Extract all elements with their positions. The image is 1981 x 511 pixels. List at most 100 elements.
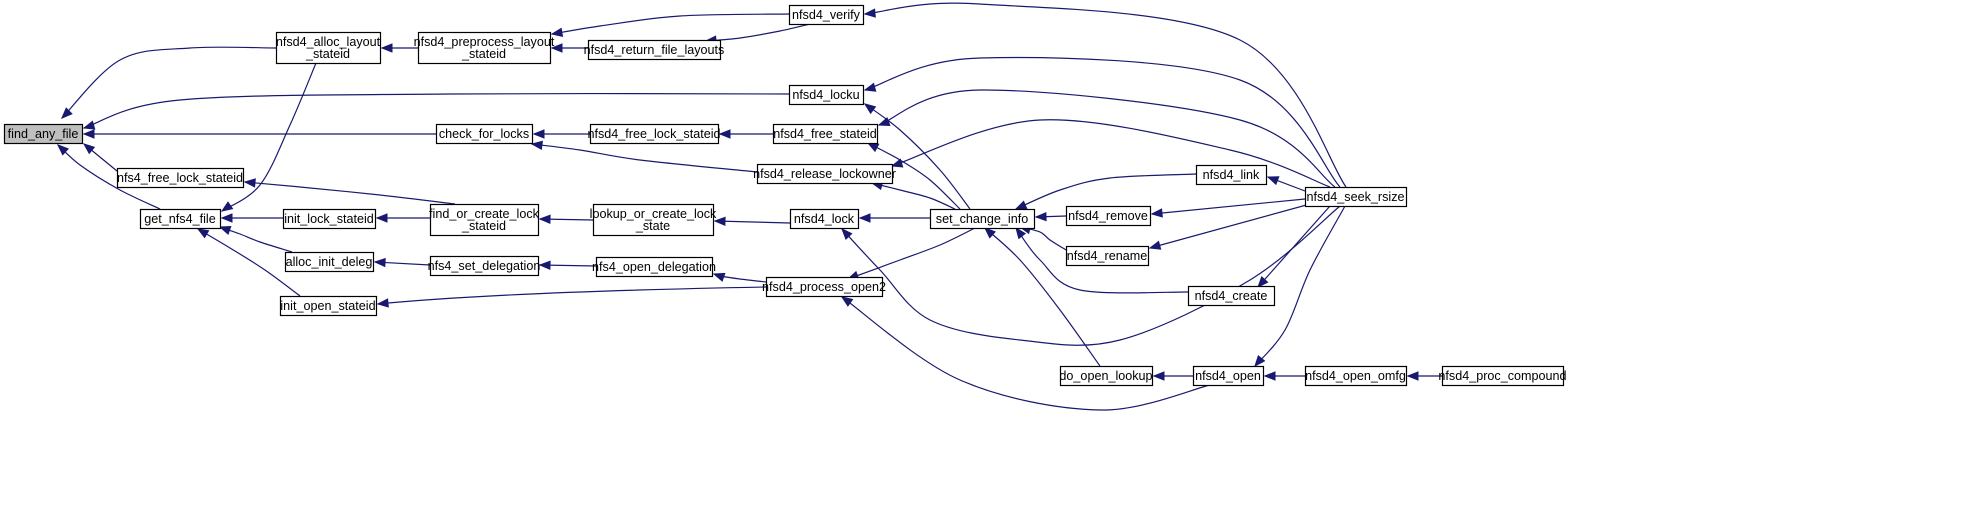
node-check_for_locks[interactable]: check_for_locks <box>435 123 534 145</box>
node-label: _state <box>635 219 670 233</box>
node-find_any_file[interactable]: find_any_file <box>3 123 84 145</box>
node-alloc_init_deleg[interactable]: alloc_init_deleg <box>284 251 375 273</box>
node-nfsd4_open[interactable]: nfsd4_open <box>1192 365 1265 387</box>
edge-nfsd4_locku-to-find_any_file <box>82 92 790 130</box>
edge-line <box>83 92 790 129</box>
node-label: nfsd4_verify <box>792 8 861 22</box>
arrowhead-icon <box>713 216 726 227</box>
node-box <box>429 255 540 277</box>
arrowhead-icon <box>1034 211 1047 222</box>
node-label: nfsd4_proc_compound <box>1438 369 1566 383</box>
node-box <box>1065 245 1150 267</box>
edge-line <box>197 228 301 297</box>
node-nfsd4_preprocess_layout_stateid[interactable]: nfsd4_preprocess_layout_stateid <box>414 31 555 65</box>
node-set_change_info[interactable]: set_change_info <box>929 208 1036 230</box>
arrowhead-icon <box>218 225 232 235</box>
arrowhead-icon <box>373 257 386 268</box>
arrowhead-icon <box>1263 371 1276 381</box>
edge-nfs4_open_delegation-to-nfs4_set_delegation <box>538 260 597 270</box>
arrowhead-icon <box>61 107 73 119</box>
node-box <box>1187 285 1276 307</box>
node-nfsd4_return_file_layouts[interactable]: nfsd4_return_file_layouts <box>584 39 725 61</box>
node-init_lock_stateid[interactable]: init_lock_stateid <box>282 208 377 230</box>
edge-nfsd4_seek_rsize-to-nfsd4_free_stateid <box>877 89 1336 188</box>
node-nfsd4_seek_rsize[interactable]: nfsd4_seek_rsize <box>1304 186 1408 208</box>
edge-line <box>61 46 277 119</box>
edge-line <box>551 13 790 35</box>
arrowhead-icon <box>1257 276 1269 289</box>
edge-line <box>891 119 1331 188</box>
edge-line <box>531 143 758 173</box>
node-nfsd4_lock[interactable]: nfsd4_lock <box>789 208 860 230</box>
node-nfsd4_remove[interactable]: nfsd4_remove <box>1065 205 1152 227</box>
edge-nfsd4_open_omfg-to-nfsd4_open <box>1263 371 1305 381</box>
arrowhead-icon <box>712 272 726 282</box>
node-nfs4_set_delegation[interactable]: nfs4_set_delegation <box>428 255 541 277</box>
node-label: nfs4_free_lock_stateid <box>117 171 243 185</box>
arrowhead-icon <box>1015 226 1027 240</box>
node-nfsd4_link[interactable]: nfsd4_link <box>1195 164 1268 186</box>
arrowhead-icon <box>1152 371 1165 381</box>
arrowhead-icon <box>1406 371 1419 381</box>
node-nfsd4_rename[interactable]: nfsd4_rename <box>1065 245 1150 267</box>
node-label: init_open_stateid <box>280 299 375 313</box>
node-label: nfsd4_release_lockowner <box>753 167 896 181</box>
edge-find_or_create_lock_stateid-to-init_lock_stateid <box>375 213 430 223</box>
node-nfsd4_free_lock_stateid[interactable]: nfsd4_free_lock_stateid <box>587 123 721 145</box>
arrowhead-icon <box>380 43 393 53</box>
edge-init_open_stateid-to-get_nfs4_file <box>196 228 301 297</box>
node-box <box>3 123 84 145</box>
node-label: nfsd4_preprocess_layout <box>414 35 555 49</box>
arrowhead-icon <box>1014 200 1028 210</box>
node-box <box>417 31 552 65</box>
node-init_open_stateid[interactable]: init_open_stateid <box>279 295 378 317</box>
node-nfsd4_release_lockowner[interactable]: nfsd4_release_lockowner <box>753 163 896 185</box>
node-box <box>772 123 879 145</box>
node-nfsd4_create[interactable]: nfsd4_create <box>1187 285 1276 307</box>
edge-nfsd4_open-to-nfsd4_process_open2 <box>840 296 1211 411</box>
node-box <box>1195 164 1268 186</box>
node-do_open_lookup[interactable]: do_open_lookup <box>1059 365 1154 387</box>
node-nfsd4_free_stateid[interactable]: nfsd4_free_stateid <box>772 123 879 145</box>
node-nfsd4_process_open2[interactable]: nfsd4_process_open2 <box>762 276 886 298</box>
node-lookup_or_create_lock_state[interactable]: lookup_or_create_lock_state <box>590 203 717 237</box>
arrowhead-icon <box>1266 176 1280 186</box>
node-nfsd4_proc_compound[interactable]: nfsd4_proc_compound <box>1438 365 1567 387</box>
node-box <box>788 84 865 106</box>
arrowhead-icon <box>863 103 877 115</box>
edge-nfsd4_seek_rsize-to-nfsd4_open <box>1254 205 1346 368</box>
arrowhead-icon <box>890 158 904 168</box>
node-find_or_create_lock_stateid[interactable]: find_or_create_lock_stateid <box>429 203 540 237</box>
node-box <box>275 31 382 65</box>
arrowhead-icon <box>532 129 545 139</box>
edge-nfsd4_seek_rsize-to-nfsd4_link <box>1266 176 1306 192</box>
node-nfs4_free_lock_stateid[interactable]: nfs4_free_lock_stateid <box>116 167 245 189</box>
node-label: nfsd4_open_omfg <box>1305 369 1406 383</box>
node-label: _stateid <box>461 219 506 233</box>
edge-nfsd4_seek_rsize-to-nfsd4_release_lockowner <box>890 119 1331 188</box>
edge-nfsd4_return_file_layouts-to-nfsd4_preprocess_layout_stateid <box>550 43 588 53</box>
node-nfs4_open_delegation[interactable]: nfs4_open_delegation <box>592 256 716 278</box>
node-nfsd4_verify[interactable]: nfsd4_verify <box>788 4 865 26</box>
node-label: find_or_create_lock <box>429 207 540 221</box>
arrowhead-icon <box>82 120 96 130</box>
edge-line <box>878 89 1336 188</box>
node-box <box>435 123 534 145</box>
node-label: init_lock_stateid <box>284 212 374 226</box>
arrowhead-icon <box>530 140 543 150</box>
node-nfsd4_alloc_layout_stateid[interactable]: nfsd4_alloc_layout_stateid <box>275 31 382 65</box>
node-box <box>282 208 377 230</box>
node-label: nfsd4_lock <box>794 212 855 226</box>
node-get_nfs4_file[interactable]: get_nfs4_file <box>139 208 222 230</box>
node-label: nfsd4_free_lock_stateid <box>587 127 720 141</box>
edge-alloc_init_deleg-to-get_nfs4_file <box>218 225 293 253</box>
arrowhead-icon <box>375 213 388 223</box>
edge-do_open_lookup-to-set_change_info <box>984 227 1101 367</box>
node-nfsd4_locku[interactable]: nfsd4_locku <box>788 84 865 106</box>
node-label: nfsd4_open <box>1195 369 1261 383</box>
edges-layer <box>57 2 1442 411</box>
node-nfsd4_open_omfg[interactable]: nfsd4_open_omfg <box>1304 365 1408 387</box>
edge-nfsd4_process_open2-to-init_open_stateid <box>376 286 767 308</box>
arrowhead-icon <box>220 213 233 223</box>
